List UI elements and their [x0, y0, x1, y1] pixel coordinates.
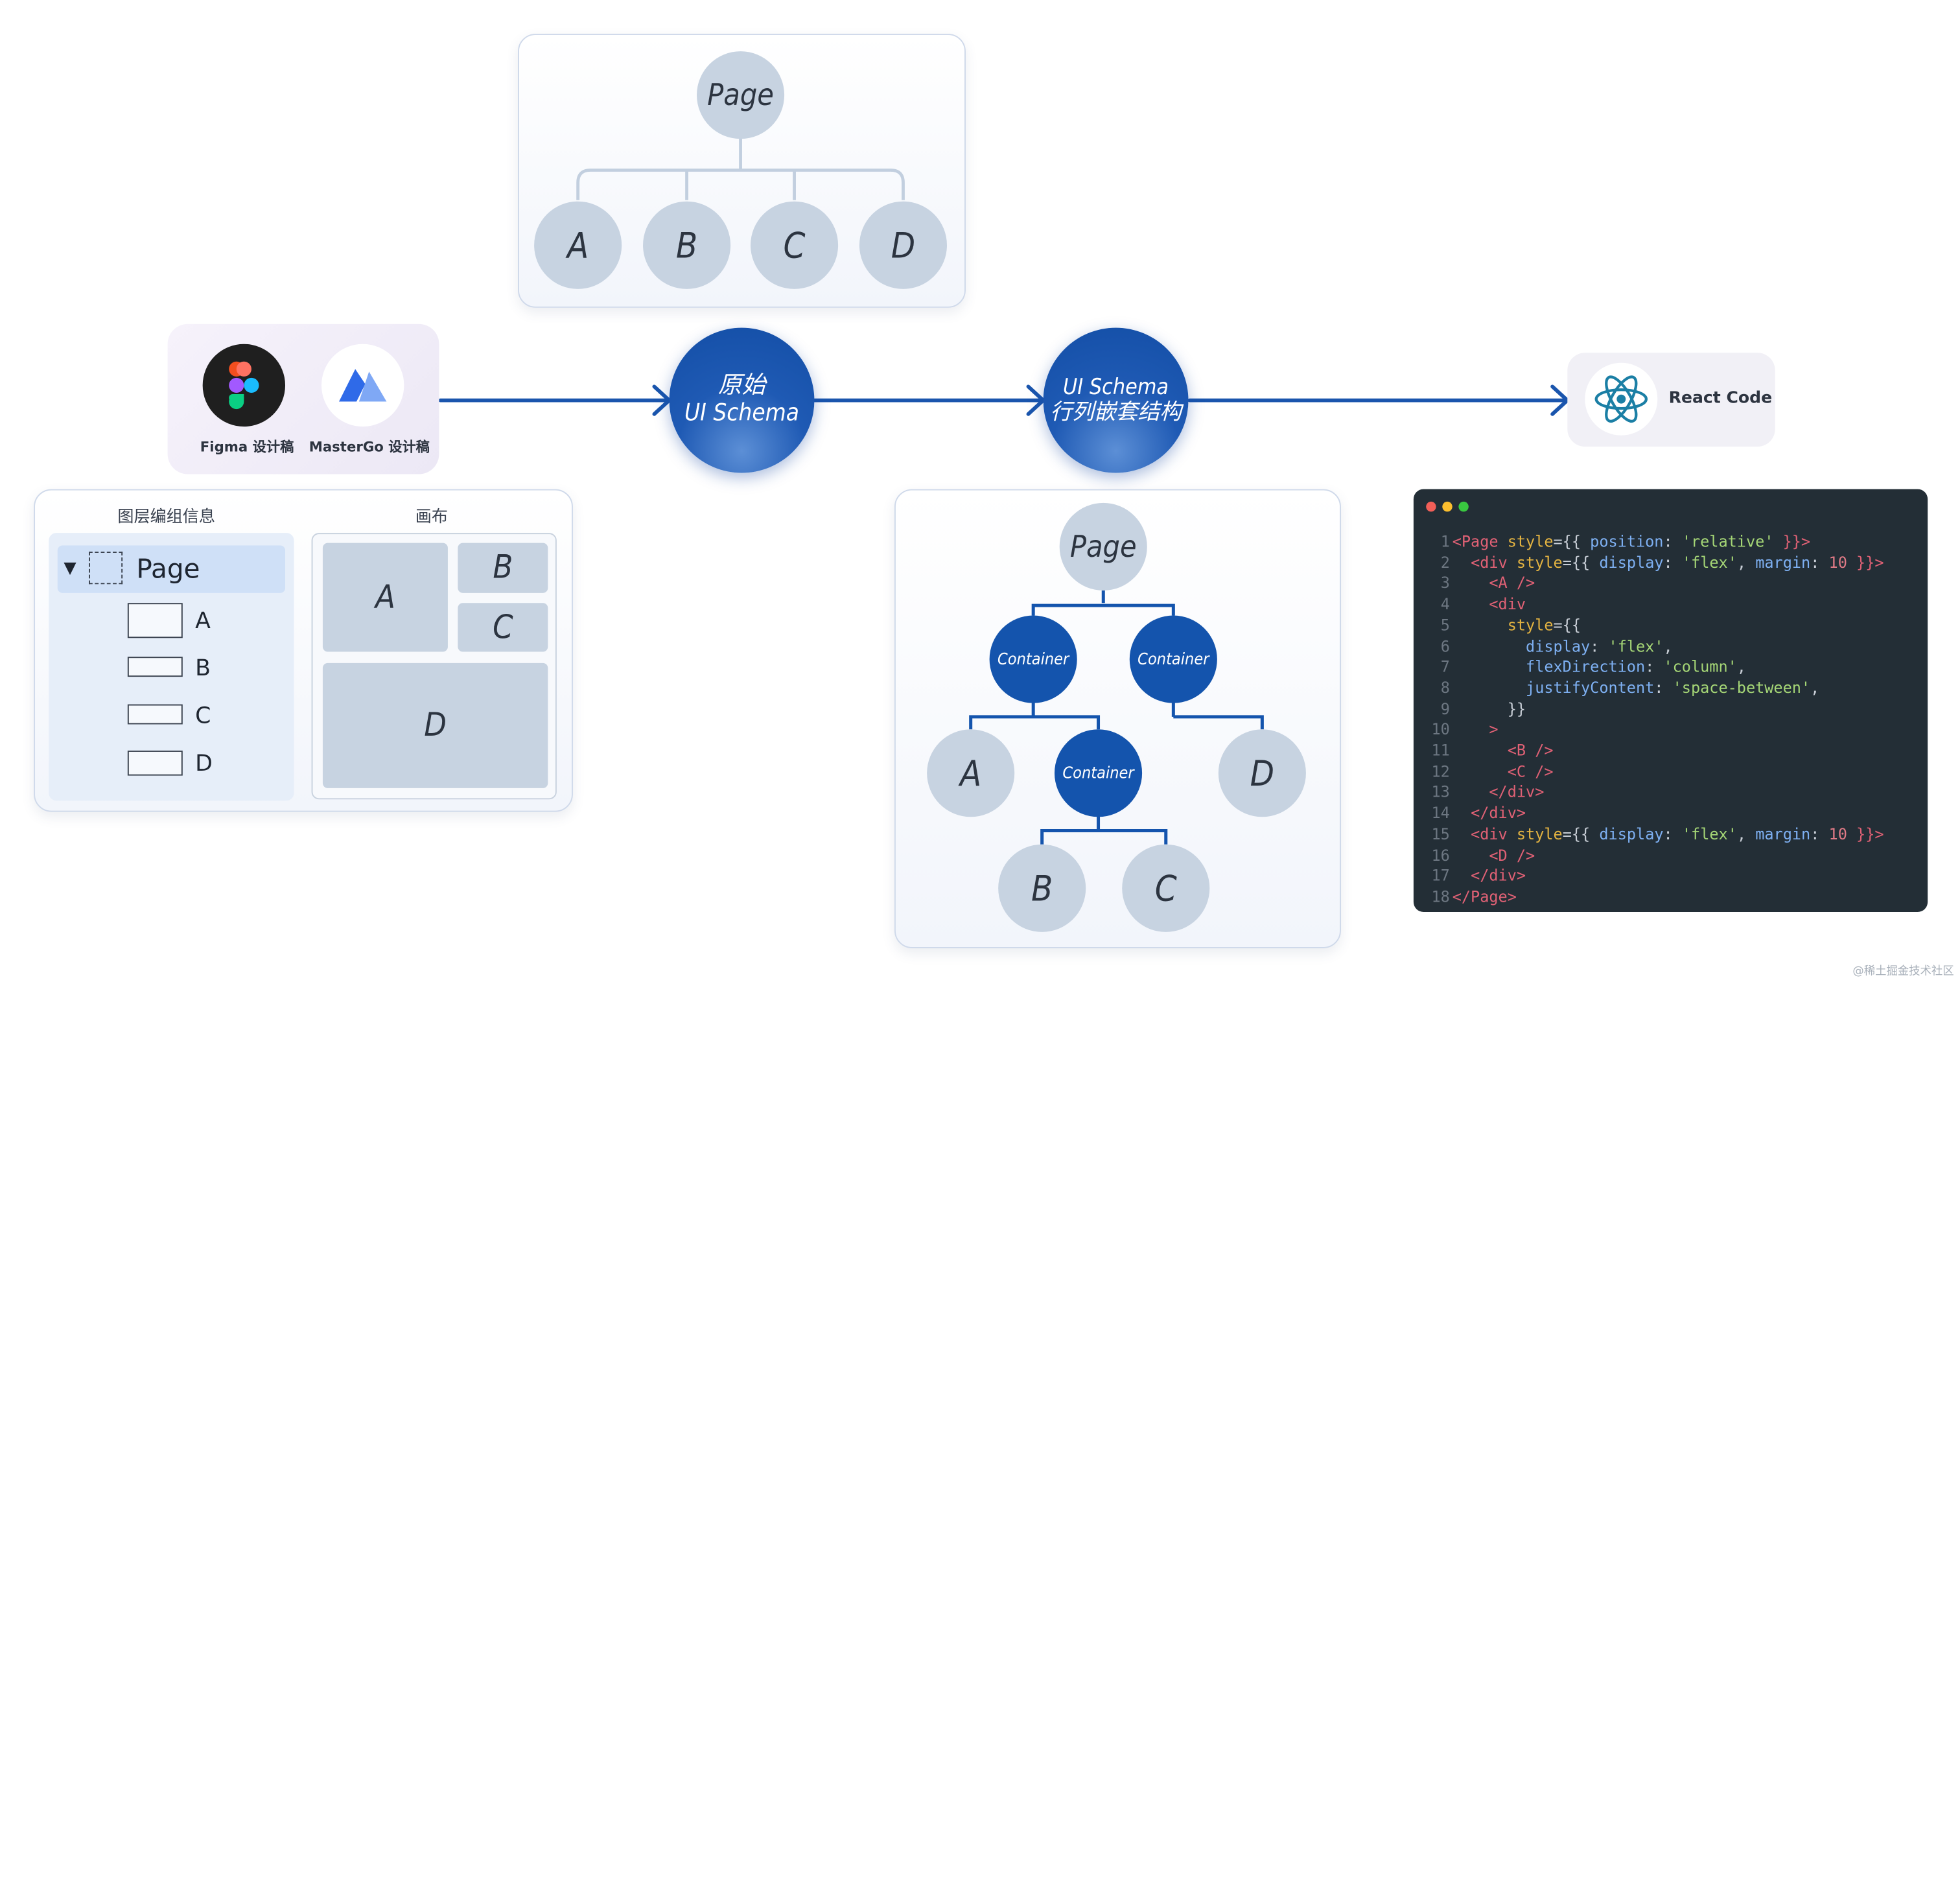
raw-tree-node-d: D — [859, 201, 948, 289]
code-line: 5 style={{ — [1440, 616, 1581, 635]
code-line: 3 <A /> — [1440, 574, 1535, 592]
react-logo-icon — [1585, 362, 1658, 436]
connector-lines — [438, 384, 1570, 416]
react-code-label: React Code — [1668, 389, 1773, 408]
layer-row-c[interactable] — [127, 704, 183, 725]
code-line: 11 <B /> — [1431, 742, 1554, 760]
container-node-right: Container — [1129, 615, 1217, 703]
code-line: 2 <div style={{ display: 'flex', margin:… — [1440, 554, 1884, 572]
code-line: 13 </div> — [1431, 783, 1545, 801]
nested-tree-page-node: Page — [1059, 502, 1147, 590]
code-line: 12 <C /> — [1431, 762, 1554, 780]
code-line: 6 display: 'flex', — [1440, 637, 1673, 655]
window-dot-icon[interactable] — [1426, 501, 1436, 512]
canvas-block-c: C — [458, 603, 548, 652]
nested-tree-node-d: D — [1218, 729, 1306, 817]
frame-icon — [89, 552, 123, 585]
layer-label-page: Page — [136, 554, 200, 585]
window-dot-icon[interactable] — [1442, 501, 1452, 512]
canvas-block-a: A — [322, 543, 448, 652]
figma-label: Figma 设计稿 — [200, 439, 294, 456]
layer-row-a[interactable] — [127, 603, 183, 638]
window-dot-icon[interactable] — [1458, 501, 1469, 512]
canvas-block-d: D — [322, 662, 548, 788]
layer-label-c: C — [195, 703, 211, 730]
watermark: @稀土掘金技术社区 — [1852, 965, 1954, 979]
code-line: 14 </div> — [1431, 804, 1526, 823]
code-line: 7 flexDirection: 'column', — [1440, 658, 1746, 676]
layer-label-a: A — [195, 607, 211, 635]
code-line: 18</Page> — [1431, 888, 1517, 906]
code-line: 1<Page style={{ position: 'relative' }}> — [1440, 533, 1811, 551]
layer-row-page[interactable] — [57, 545, 286, 593]
caret-down-icon[interactable]: ▼ — [64, 559, 76, 578]
layer-label-d: D — [195, 751, 213, 777]
code-line: 9 }} — [1440, 700, 1526, 718]
nested-tree-node-c: C — [1122, 844, 1210, 932]
code-line: 4 <div — [1440, 595, 1526, 613]
layers-title: 图层编组信息 — [117, 508, 215, 527]
code-line: 15 <div style={{ display: 'flex', margin… — [1431, 825, 1884, 843]
container-node-middle: Container — [1054, 729, 1143, 817]
raw-tree-edges — [576, 137, 905, 200]
nested-tree-node-b: B — [998, 844, 1086, 932]
code-line: 10 > — [1431, 721, 1499, 739]
raw-tree-node-c: C — [751, 201, 839, 289]
mastergo-logo-icon — [321, 344, 404, 427]
raw-tree-node-b: B — [643, 201, 731, 289]
layer-label-b: B — [195, 655, 211, 682]
code-line: 8 justifyContent: 'space-between', — [1440, 679, 1820, 697]
layer-row-d[interactable] — [127, 751, 183, 776]
figma-logo-icon — [202, 344, 286, 427]
code-window: 1<Page style={{ position: 'relative' }}>… — [1413, 489, 1928, 912]
nested-tree-node-a: A — [927, 729, 1015, 817]
code-line: 16 <D /> — [1431, 846, 1535, 864]
mastergo-label: MasterGo 设计稿 — [309, 439, 430, 456]
raw-tree-node-a: A — [534, 201, 622, 289]
canvas-block-b: B — [458, 543, 548, 593]
layer-row-b[interactable] — [127, 657, 183, 677]
raw-tree-page-node: Page — [697, 51, 785, 139]
canvas-title: 画布 — [415, 508, 448, 527]
nested-tree-edges — [969, 590, 1264, 845]
code-line: 17 </div> — [1431, 867, 1526, 885]
container-node-left: Container — [989, 615, 1077, 703]
